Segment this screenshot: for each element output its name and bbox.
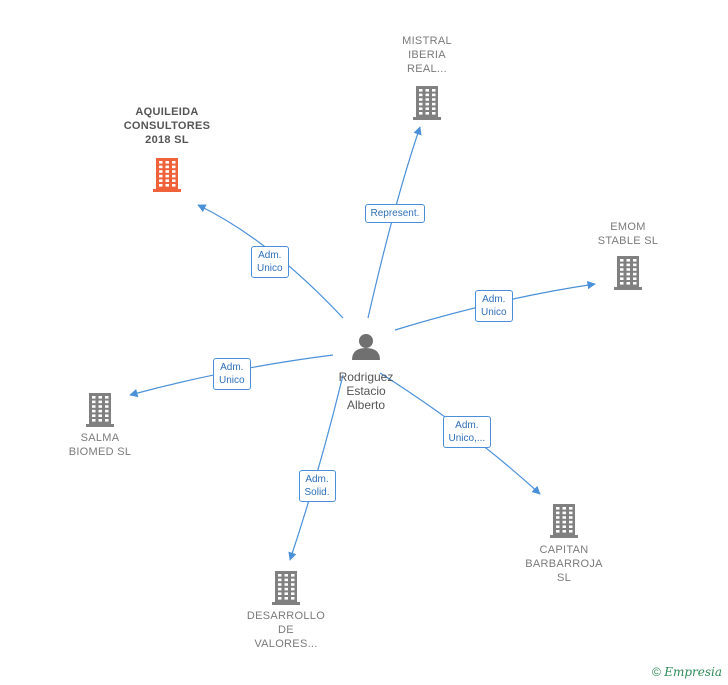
company-label-emom[interactable]: EMOM STABLE SL [568, 220, 688, 248]
company-label-line: AQUILEIDA [135, 106, 199, 118]
brand-logo-text: Empresia [664, 665, 722, 679]
company-label-line: STABLE SL [597, 235, 659, 247]
edge-label-line: Unico [257, 263, 283, 274]
edge-label-capitan[interactable]: Adm. Unico,... [442, 416, 492, 448]
company-label-line: EMOM [610, 221, 646, 233]
company-label-desarrollo[interactable]: DESARROLLO DE VALORES... [226, 609, 346, 651]
edge-mistral [367, 126, 422, 319]
company-label-capitan[interactable]: CAPITAN BARBARROJA SL [504, 543, 624, 585]
edge-label-aquileida[interactable]: Adm. Unico [251, 246, 289, 278]
edge-label-line: Solid. [304, 487, 330, 498]
edge-label-line: Unico,... [448, 433, 486, 444]
edge-label-desarrollo[interactable]: Adm. Solid. [298, 470, 336, 502]
company-label-line: CAPITAN [539, 544, 589, 556]
building-icon [272, 571, 300, 605]
edge-label-salma[interactable]: Adm. Unico [213, 358, 251, 390]
person-name-line: Alberto [346, 398, 386, 412]
edge-label-line: Unico [219, 375, 245, 386]
edge-label-emom[interactable]: Adm. Unico [475, 290, 513, 322]
person-icon [352, 334, 380, 360]
company-label-line: CONSULTORES [123, 120, 211, 132]
edge-label-line: Adm. [220, 362, 244, 373]
edge-desarrollo [288, 374, 344, 561]
company-label-salma[interactable]: SALMA BIOMED SL [40, 431, 160, 459]
company-label-line: MISTRAL [402, 35, 452, 47]
company-label-mistral[interactable]: MISTRAL IBERIA REAL... [367, 34, 487, 76]
edge-label-line: Adm. [305, 474, 329, 485]
company-label-line: DE [278, 624, 294, 636]
company-label-line: VALORES... [254, 638, 318, 650]
building-icon [413, 86, 441, 120]
building-icon [614, 256, 642, 290]
company-label-line: REAL... [406, 63, 447, 75]
edge-label-line: Adm. [455, 420, 479, 431]
company-label-line: SL [556, 572, 572, 584]
edge-label-line: Adm. [258, 250, 282, 261]
company-label-line: BARBARROJA [525, 558, 603, 570]
company-label-line: BIOMED SL [68, 446, 132, 458]
edge-label-line: Represent. [370, 207, 420, 219]
company-label-line: IBERIA [408, 49, 446, 61]
building-icon [86, 393, 114, 427]
copyright-footer: © Empresia [652, 665, 722, 679]
company-label-line: 2018 SL [145, 134, 189, 146]
company-label-aquileida[interactable]: AQUILEIDA CONSULTORES 2018 SL [107, 105, 227, 147]
copyright-symbol: © [652, 665, 661, 679]
edge-label-line: Adm. [482, 294, 506, 305]
building-icon [153, 158, 181, 192]
person-name-line: Estacio [346, 384, 386, 398]
person-name-line: Rodriguez [338, 370, 394, 384]
building-icon [550, 504, 578, 538]
company-label-line: DESARROLLO [246, 610, 326, 622]
company-label-line: SALMA [80, 432, 120, 444]
edge-label-mistral[interactable]: Represent. [364, 203, 426, 223]
edge-label-line: Unico [481, 307, 507, 318]
